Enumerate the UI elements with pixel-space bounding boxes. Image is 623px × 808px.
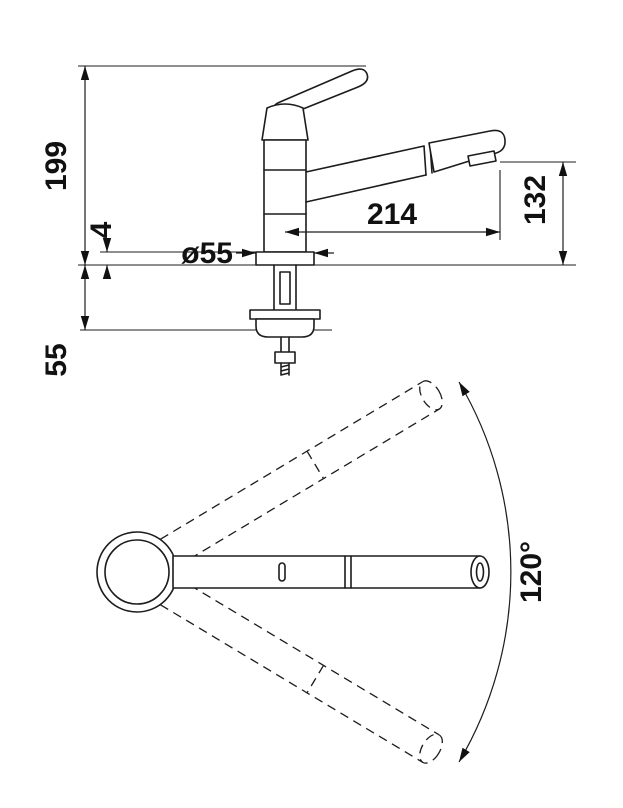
swivel-upper-outline [160,381,440,568]
swivel-position-upper [160,380,443,568]
swivel-upper-end-cap [419,380,443,411]
spout-separation-line-1 [423,145,427,176]
base-diameter-dimension-label: ø55 [181,237,233,270]
swivel-lower-outline [160,576,440,763]
spout-top-edge [305,145,425,173]
base-inner-circle [104,539,170,605]
spout-reach-dimension-label: 214 [367,198,417,231]
mounting-clamp [255,318,315,338]
dimension-counter-thickness: 55 [40,265,90,377]
side-view: 199 55 4 ø55 214 132 [40,65,576,377]
dimension-base-plate: 4 [85,221,118,279]
spout-plan-outlet-hole [475,562,485,582]
base-outer-circle [96,531,178,613]
base-plate-dimension-label: 4 [85,221,118,238]
mounting-nut [274,351,296,364]
top-view: 120° [96,380,548,764]
swivel-angle-label: 120° [515,541,548,603]
supply-hose [279,271,291,305]
spout-plan-separation [344,555,352,589]
stud-thread-tip [280,362,290,376]
dimension-swivel-angle: 120° [458,381,548,763]
swivel-arc [458,381,512,763]
faucet-body [263,139,307,253]
spout-plan-body [172,555,481,589]
counter-thickness-dimension-label: 55 [40,343,73,376]
dimension-height: 199 [40,66,90,265]
mounting-shank [273,264,297,313]
dimension-spout-reach: 214 [285,198,500,237]
dimension-base-diameter: ø55 [181,237,334,270]
faucet-plan-profile [96,531,490,613]
swivel-lower-end-cap [419,733,443,764]
mounting-plate [249,309,321,320]
spout-plan-detail-slot [278,562,286,582]
base-plate [255,251,315,266]
threaded-stud [280,336,290,353]
spout-plan-end-cap [470,555,490,589]
dimension-outlet-height: 132 [519,162,568,265]
height-dimension-label: 199 [40,141,73,191]
outlet-height-dimension-label: 132 [519,175,552,225]
aerator-outlet [467,150,497,167]
spout-bottom-edge [305,174,427,203]
mixer-head-housing [261,103,309,141]
swivel-position-lower [160,576,443,764]
